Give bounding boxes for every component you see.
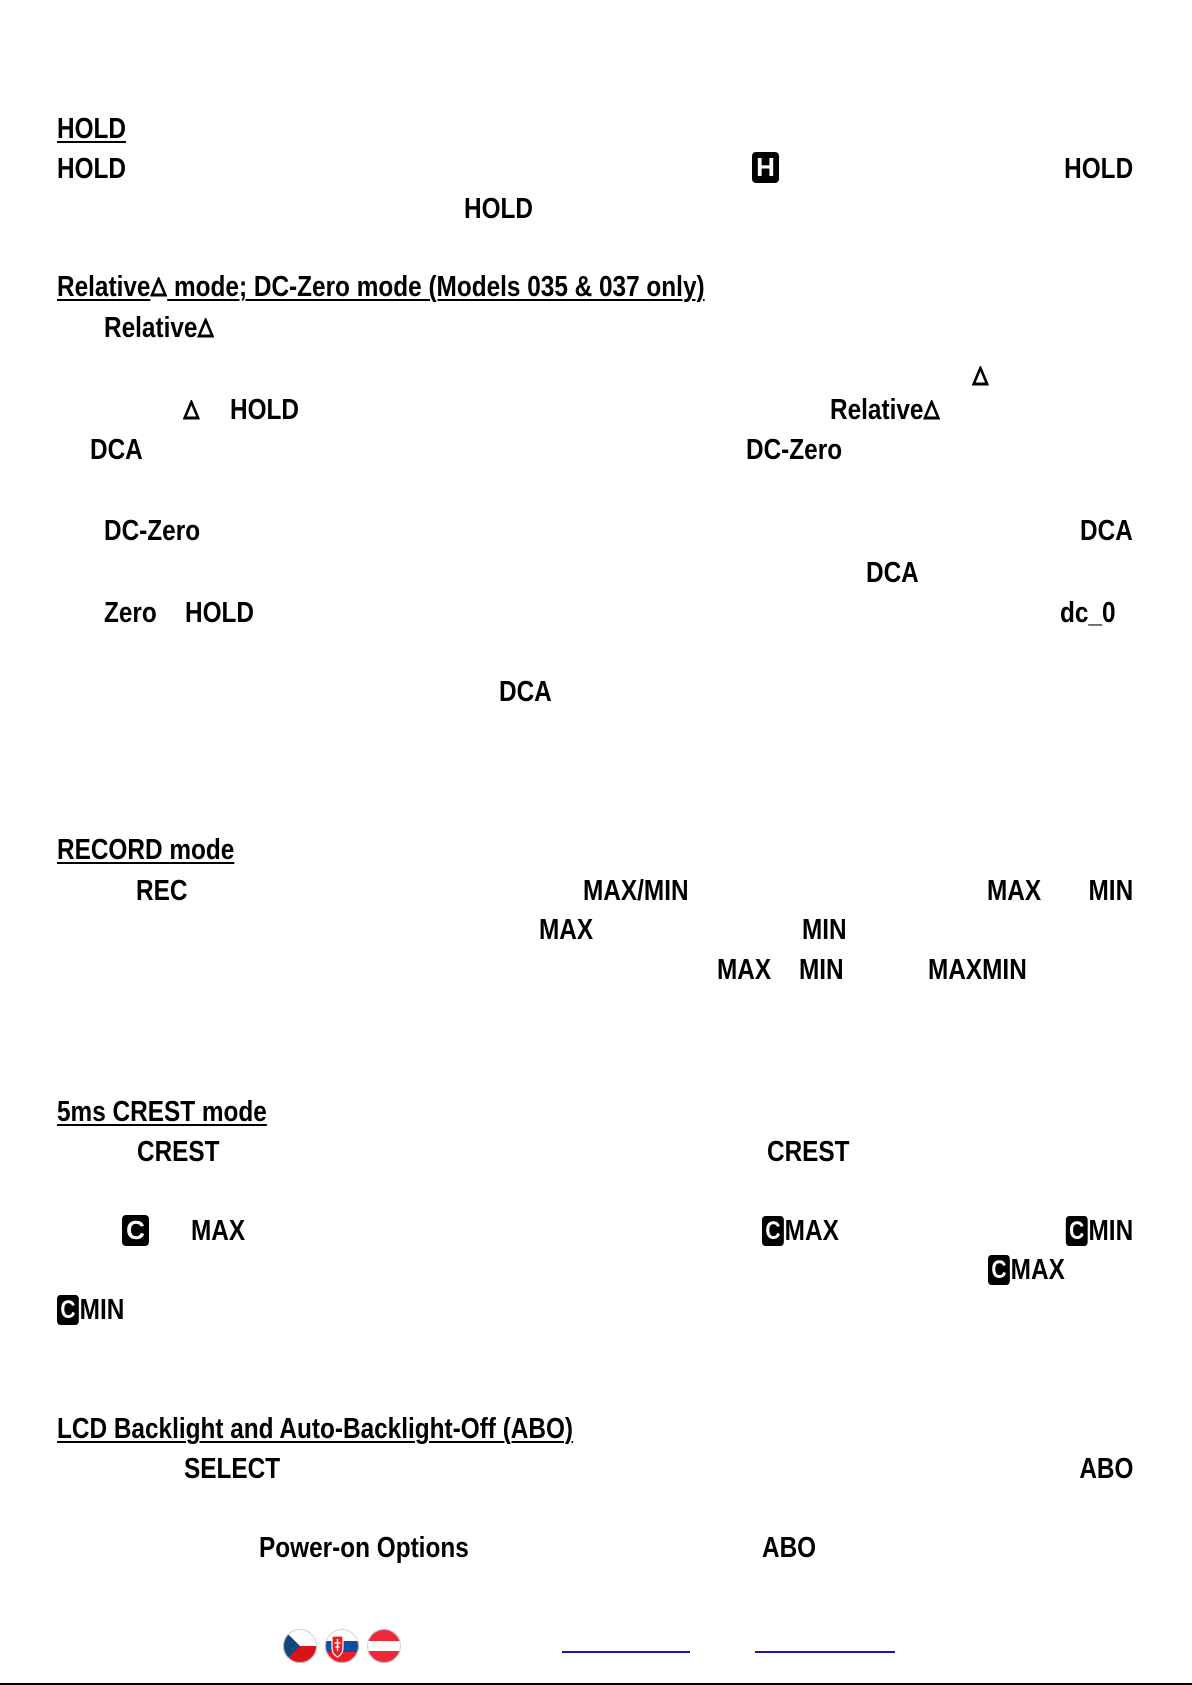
link-underline[interactable] <box>562 1651 690 1653</box>
record-text: MAX <box>539 914 594 946</box>
crest-text: MAX <box>191 1215 246 1247</box>
hold-h-icon: H <box>752 152 779 183</box>
relative-text: HOLD <box>230 394 300 426</box>
relative-heading: Relative mode; DC-Zero mode (Models 035 … <box>57 271 705 303</box>
hold-text: HOLD <box>464 193 534 225</box>
crest-c-icon: C <box>1065 1216 1088 1246</box>
hold-text: HOLD <box>1063 153 1133 185</box>
crest-c-icon: C <box>122 1215 149 1246</box>
backlight-text: ABO <box>1078 1453 1133 1485</box>
backlight-heading: LCD Backlight and Auto-Backlight-Off (AB… <box>57 1413 574 1445</box>
record-text: MAX <box>717 954 772 986</box>
relative-text: DCA <box>499 676 552 708</box>
czech-flag-icon[interactable] <box>283 1629 317 1663</box>
austrian-flag-icon[interactable] <box>367 1629 401 1663</box>
relative-text: DC-Zero <box>746 434 843 466</box>
crest-heading: 5ms CREST mode <box>57 1096 267 1128</box>
backlight-text: SELECT <box>184 1453 281 1485</box>
crest-text: CREST <box>767 1136 850 1168</box>
relative-text: Relative <box>104 310 215 346</box>
language-flags <box>283 1626 403 1666</box>
backlight-text: Power-on Options <box>259 1532 469 1564</box>
relative-text: dc_0 <box>1060 597 1116 629</box>
delta-icon <box>183 400 200 420</box>
crest-c-icon: C <box>57 1295 79 1325</box>
delta-icon <box>923 400 941 420</box>
record-heading: RECORD mode <box>57 834 235 866</box>
relative-text: DC-Zero <box>104 515 201 547</box>
slovak-flag-icon[interactable] <box>325 1629 359 1663</box>
crest-c-icon: C <box>988 1255 1010 1285</box>
delta-icon <box>972 366 989 386</box>
relative-text: DCA <box>1080 515 1133 547</box>
record-text: MIN <box>802 914 847 946</box>
record-text: MIN <box>799 954 844 986</box>
relative-delta <box>972 358 989 394</box>
record-text: MAXMIN <box>928 954 1027 986</box>
record-text: MIN <box>1088 875 1133 907</box>
relative-text: DCA <box>866 557 919 589</box>
record-text: REC <box>136 875 188 907</box>
delta-icon <box>150 277 168 297</box>
crest-text: CREST <box>137 1136 220 1168</box>
relative-text: DCA <box>90 434 143 466</box>
record-text: MAX <box>987 875 1042 907</box>
hold-heading: HOLD <box>57 113 127 145</box>
link-underline[interactable] <box>755 1651 895 1653</box>
relative-text: HOLD <box>185 597 255 629</box>
record-text: MAX/MIN <box>583 875 689 907</box>
relative-text: Relative <box>830 392 941 428</box>
relative-text: Zero <box>104 597 157 629</box>
page-bottom-rule <box>0 1683 1192 1685</box>
delta-icon <box>197 318 215 338</box>
hold-text: HOLD <box>57 153 127 185</box>
crest-c-icon: C <box>762 1216 784 1246</box>
relative-delta <box>183 392 200 428</box>
backlight-text: ABO <box>762 1532 817 1564</box>
